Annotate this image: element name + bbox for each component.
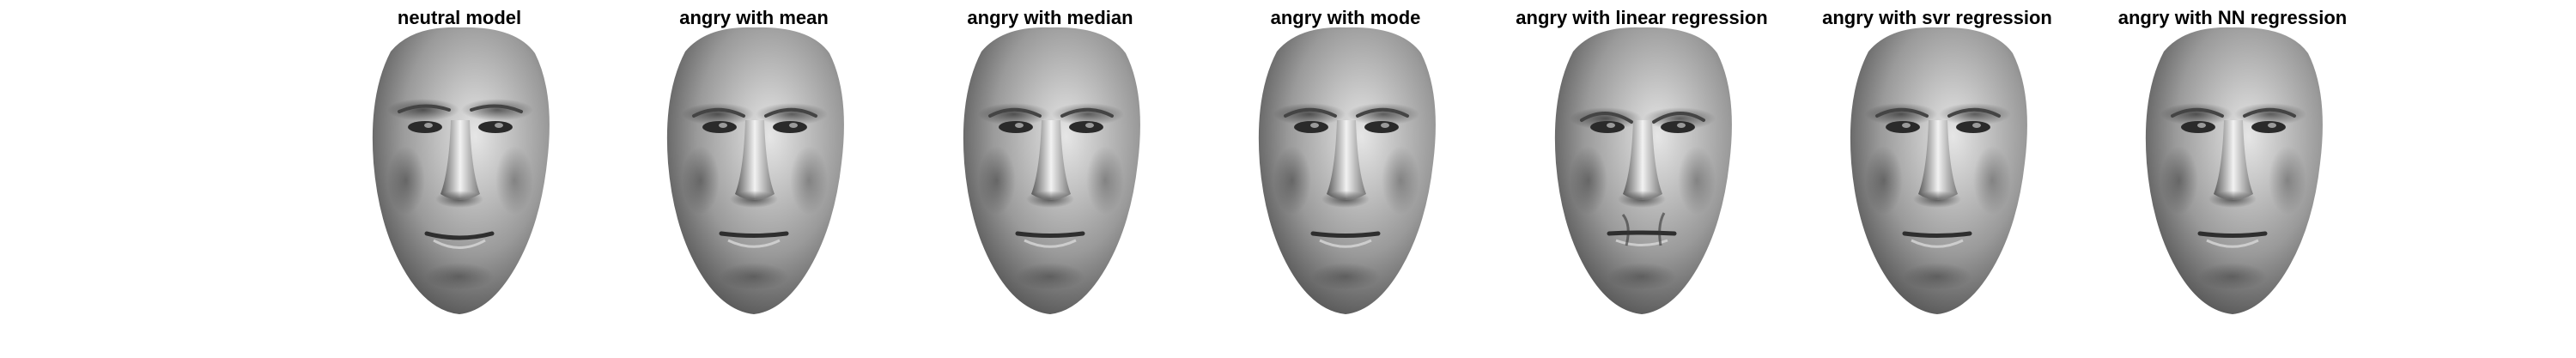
panel-title: angry with linear regression: [1516, 7, 1768, 28]
face-panel-neutral: neutral model: [331, 0, 588, 358]
face-render-neutral: [372, 27, 550, 314]
face-render-mode: [1258, 27, 1436, 314]
face-panel-mode: angry with mode: [1217, 0, 1474, 358]
panel-title: neutral model: [397, 7, 522, 28]
face-panel-median: angry with median: [921, 0, 1179, 358]
face-render-nn: [2145, 27, 2323, 314]
face-render-median: [963, 27, 1140, 314]
panel-title: angry with svr regression: [1822, 7, 2052, 28]
face-panel-mean: angry with mean: [625, 0, 883, 358]
panel-title: angry with mode: [1270, 7, 1421, 28]
panel-title: angry with NN regression: [2117, 7, 2348, 28]
panel-title: angry with median: [967, 7, 1133, 28]
face-panel-linear-regression: angry with linear regression: [1513, 0, 1771, 358]
face-panel-svr-regression: angry with svr regression: [1808, 0, 2066, 358]
face-render-mean: [666, 27, 844, 314]
panel-title: angry with mean: [679, 7, 829, 28]
face-panel-nn-regression: angry with NN regression: [2104, 0, 2361, 358]
face-render-linear: [1554, 27, 1732, 314]
face-render-svr: [1850, 27, 2027, 314]
